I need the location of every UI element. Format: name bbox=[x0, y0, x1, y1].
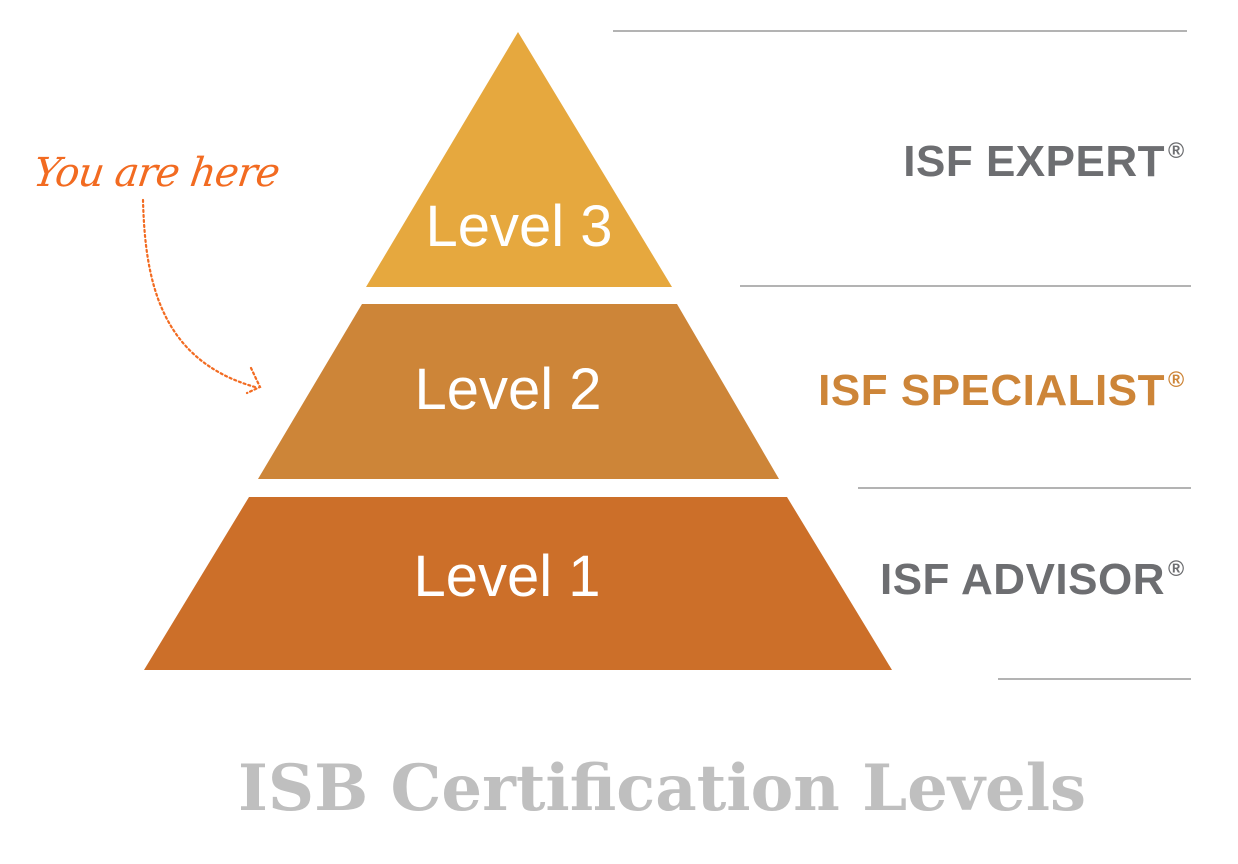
tier-level-3: Level 3 bbox=[366, 32, 672, 287]
arrow-head-icon bbox=[245, 366, 262, 395]
tier-level-2-label: Level 2 bbox=[414, 357, 601, 422]
tier-level-3-shape bbox=[366, 32, 672, 287]
cert-label-advisor: ISF ADVISOR bbox=[880, 555, 1165, 604]
registered-mark-specialist: ® bbox=[1168, 367, 1185, 392]
tier-level-2: Level 2 bbox=[258, 304, 779, 479]
dotted-arrow-icon bbox=[141, 198, 257, 389]
diagram-title: ISB Certification Levels bbox=[238, 751, 1086, 826]
registered-mark-expert: ® bbox=[1168, 138, 1185, 163]
cert-label-expert: ISF EXPERT bbox=[903, 137, 1165, 186]
tier-level-1: Level 1 bbox=[144, 497, 892, 670]
you-are-here-label: You are here bbox=[30, 150, 281, 196]
tier-level-2-shape bbox=[258, 304, 779, 479]
tier-level-3-label: Level 3 bbox=[425, 194, 612, 259]
cert-label-specialist: ISF SPECIALIST bbox=[818, 366, 1165, 415]
tier-level-1-label: Level 1 bbox=[413, 544, 600, 609]
tier-level-1-shape bbox=[144, 497, 892, 670]
registered-mark-advisor: ® bbox=[1168, 556, 1185, 581]
